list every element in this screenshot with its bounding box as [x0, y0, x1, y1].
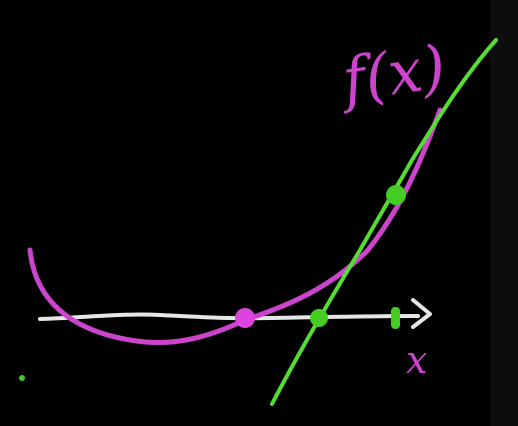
x-axis-arrowhead	[411, 298, 432, 329]
tangent-point	[386, 185, 406, 205]
marked-points	[19, 185, 406, 381]
right-edge-panel	[490, 0, 518, 426]
tangent-line	[270, 38, 498, 406]
x-axis-line	[38, 312, 420, 321]
x-axis: x	[38, 298, 432, 382]
stray-dot	[19, 375, 25, 381]
tangent-line-path	[270, 38, 498, 406]
x-axis-label: x	[406, 338, 427, 382]
function-label: f(x)	[334, 32, 450, 116]
tangent-x-intercept-point	[310, 309, 328, 327]
function-curve: f(x)	[27, 32, 450, 345]
root-point	[235, 308, 255, 328]
axis-tick-mark	[391, 307, 400, 329]
